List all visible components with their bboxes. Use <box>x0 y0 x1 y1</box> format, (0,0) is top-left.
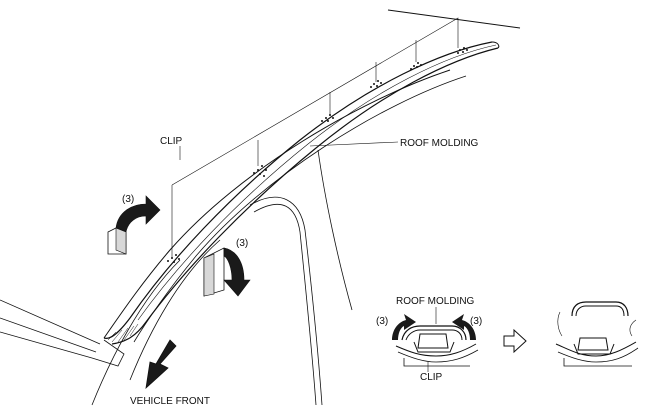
vehicle-front-label: VEHICLE FRONT <box>130 396 210 407</box>
step-3-label: (3) <box>236 238 248 249</box>
inset-clip-label: CLIP <box>420 372 443 383</box>
clip-leader-lines <box>171 17 459 258</box>
step-3-label: (3) <box>122 194 134 205</box>
arrow-outline-right-icon <box>503 328 527 354</box>
arrow-direction-icon <box>145 339 177 390</box>
clip-marker <box>167 254 180 263</box>
clip-marker <box>253 165 267 177</box>
clip-marker <box>370 80 382 88</box>
molding-cross-section-installed: ROOF MOLDING (3) (3) CLIP <box>376 296 482 383</box>
clip-marker <box>410 62 422 70</box>
roof-molding-label: ROOF MOLDING <box>400 138 479 149</box>
inset-step-3-label: (3) <box>470 316 482 327</box>
clip-marker <box>321 114 334 122</box>
inset-roof-molding-label: ROOF MOLDING <box>396 296 475 307</box>
roof-molding-strip <box>103 41 500 345</box>
clip-marker <box>457 47 468 54</box>
clip-markers <box>167 47 468 263</box>
vehicle-body-outline <box>0 9 521 406</box>
arrow-curved-icon <box>203 247 251 297</box>
inset-step-3-label: (3) <box>376 316 388 327</box>
molding-cross-section-removed <box>555 301 639 367</box>
arrow-curved-icon <box>107 195 161 255</box>
clip-label: CLIP <box>160 136 183 147</box>
